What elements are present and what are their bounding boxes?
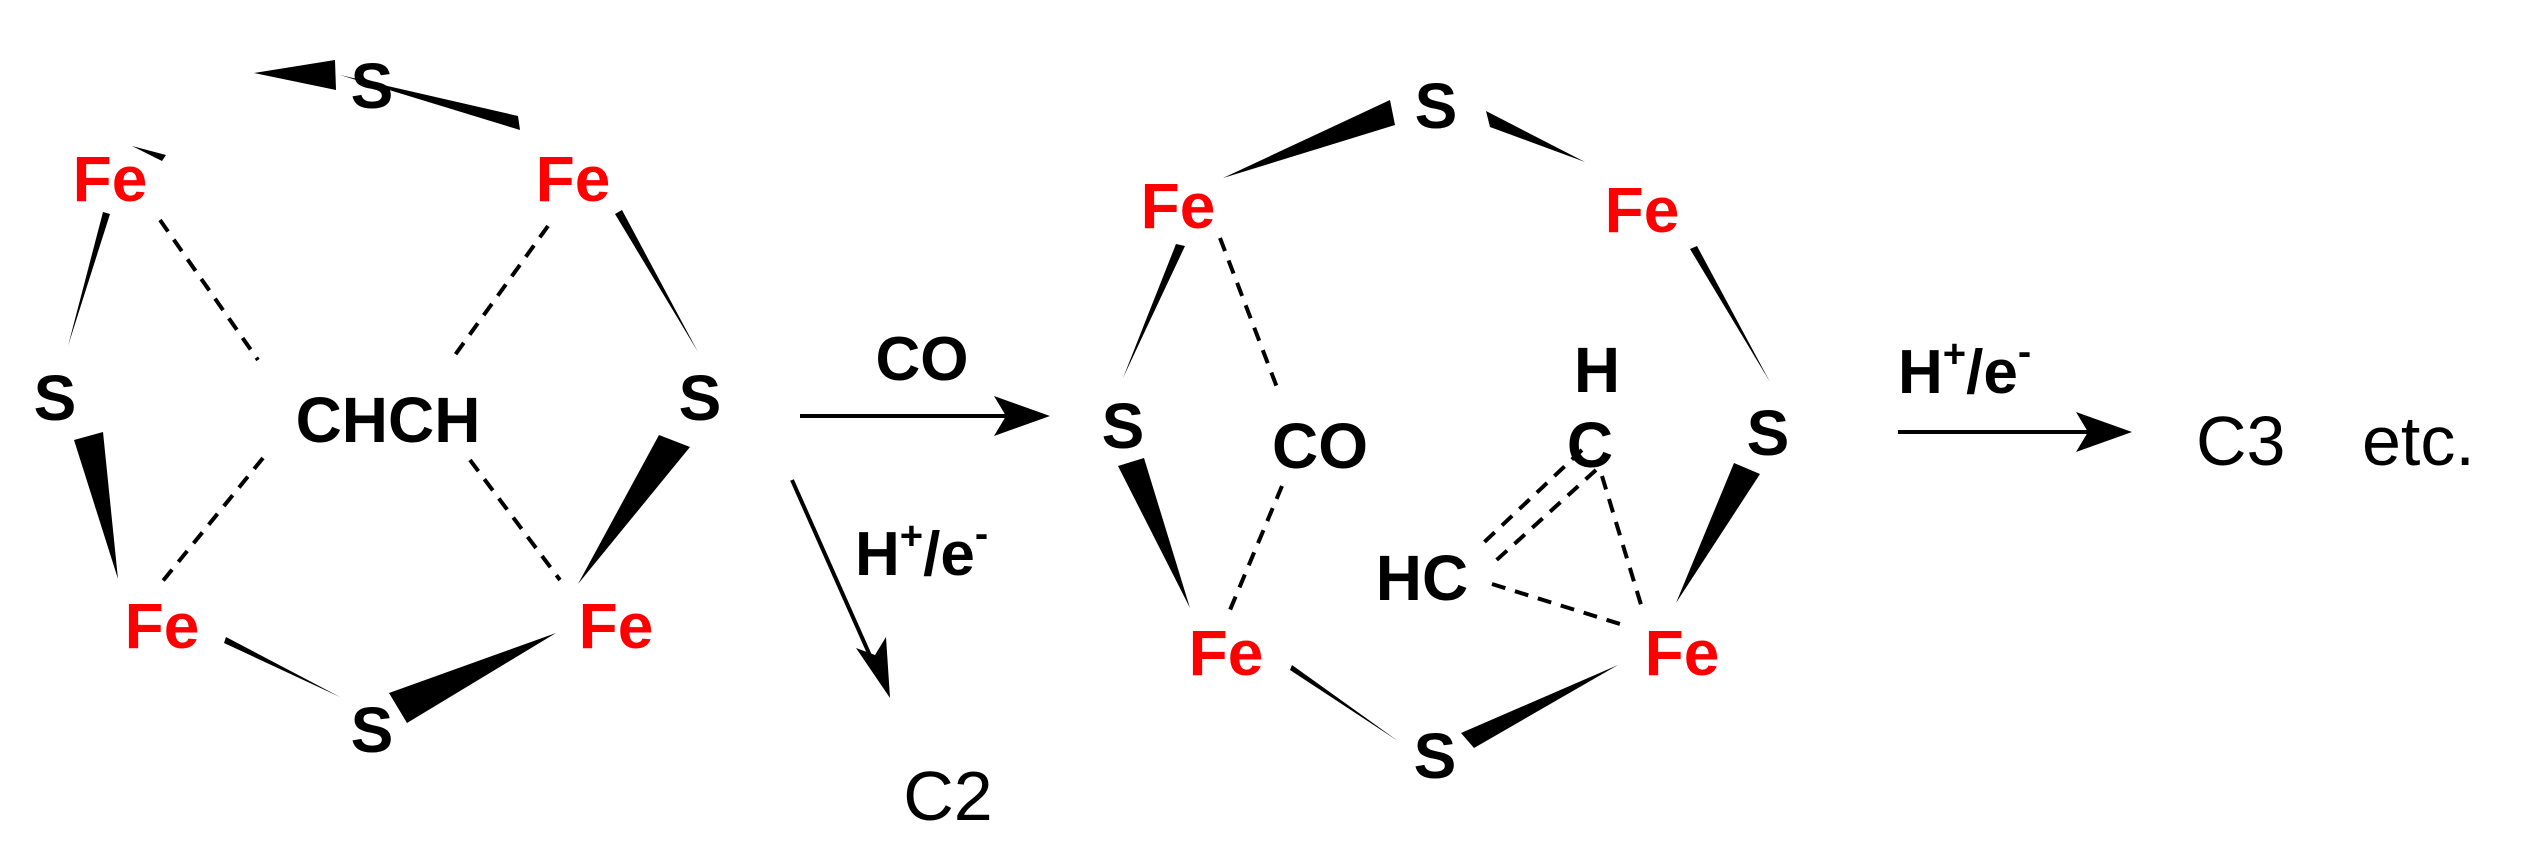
dashed-bond bbox=[1228, 485, 1284, 611]
bond-wedge bbox=[389, 633, 556, 723]
co-reagent-label: CO bbox=[876, 325, 969, 394]
s-atom: S bbox=[679, 362, 722, 434]
dashed-bond bbox=[1600, 475, 1644, 609]
bond-wedge bbox=[132, 146, 166, 161]
dashed-bond bbox=[453, 224, 550, 357]
co-ligand: CO bbox=[1272, 410, 1368, 482]
bond-wedge bbox=[74, 432, 118, 579]
e-minus-sup: - bbox=[2018, 330, 2031, 374]
s-atom: S bbox=[34, 362, 77, 434]
arrow-line bbox=[790, 479, 874, 661]
fe-atom: Fe bbox=[1141, 170, 1216, 242]
h-atom: H bbox=[1574, 334, 1620, 406]
s-atom: S bbox=[1415, 70, 1458, 142]
dashed-bond bbox=[158, 218, 260, 362]
e-label: /e bbox=[1966, 338, 2018, 407]
dashed-bond bbox=[1218, 237, 1280, 391]
h-e-reagent-label: H+/e- bbox=[1898, 330, 2031, 407]
c3-product-label: C3 bbox=[2196, 402, 2285, 480]
bond-wedge bbox=[224, 637, 340, 697]
bond-wedge bbox=[1461, 665, 1618, 748]
fe-atom: Fe bbox=[579, 590, 654, 662]
bond-wedge bbox=[68, 212, 110, 346]
c-atom: C bbox=[1567, 409, 1613, 481]
s-atom: S bbox=[351, 50, 394, 122]
s-atom: S bbox=[1102, 390, 1145, 462]
bond-wedge bbox=[1676, 463, 1760, 603]
bond-wedge bbox=[1118, 458, 1190, 608]
bond-wedge bbox=[1223, 100, 1395, 178]
h-e-arrow-down: H+/e- C2 bbox=[790, 479, 993, 835]
s-atom: S bbox=[1747, 397, 1790, 469]
fe-atom: Fe bbox=[1189, 617, 1264, 689]
co-arrow: CO bbox=[800, 325, 1050, 436]
bond-wedge bbox=[1290, 665, 1398, 741]
h-plus-sup: + bbox=[900, 514, 923, 558]
etc-label: etc. bbox=[2362, 402, 2475, 480]
bond-wedge bbox=[254, 60, 336, 90]
bond-wedge bbox=[578, 435, 690, 584]
s-atom: S bbox=[351, 694, 394, 766]
e-label: /e bbox=[923, 520, 975, 589]
left-cluster: Fe Fe Fe Fe S S S S CHCH bbox=[34, 50, 722, 766]
s-atom: S bbox=[1414, 720, 1457, 792]
h-plus-sup: + bbox=[1943, 332, 1966, 376]
fe-atom: Fe bbox=[73, 143, 148, 215]
chch-ligand: CHCH bbox=[296, 384, 481, 456]
c2-product-label: C2 bbox=[903, 757, 992, 835]
bond-wedge bbox=[340, 75, 520, 130]
fe-atom: Fe bbox=[1605, 174, 1680, 246]
middle-cluster: Fe Fe Fe Fe S S S S CO H C HC bbox=[1102, 70, 1790, 792]
bond-wedge bbox=[1123, 244, 1185, 378]
bond-wedge bbox=[1690, 246, 1770, 382]
arrow-head bbox=[856, 637, 890, 698]
fe-atom: Fe bbox=[1645, 617, 1720, 689]
hc-group: HC bbox=[1376, 542, 1468, 614]
h-e-reagent-label: H+/e- bbox=[855, 512, 988, 589]
dashed-bond bbox=[160, 456, 265, 584]
fe-atom: Fe bbox=[125, 590, 200, 662]
dashed-bond bbox=[468, 458, 562, 582]
bond-wedge bbox=[615, 210, 698, 352]
h-label: H bbox=[1898, 338, 1943, 407]
h-e-arrow-right: H+/e- C3 etc. bbox=[1898, 330, 2475, 480]
arrow-head bbox=[2076, 412, 2132, 452]
bond-wedge bbox=[1486, 111, 1585, 162]
h-label: H bbox=[855, 520, 900, 589]
arrow-head bbox=[994, 396, 1050, 436]
fe-atom: Fe bbox=[536, 143, 611, 215]
e-minus-sup: - bbox=[975, 512, 988, 556]
dashed-bond bbox=[1491, 582, 1621, 626]
